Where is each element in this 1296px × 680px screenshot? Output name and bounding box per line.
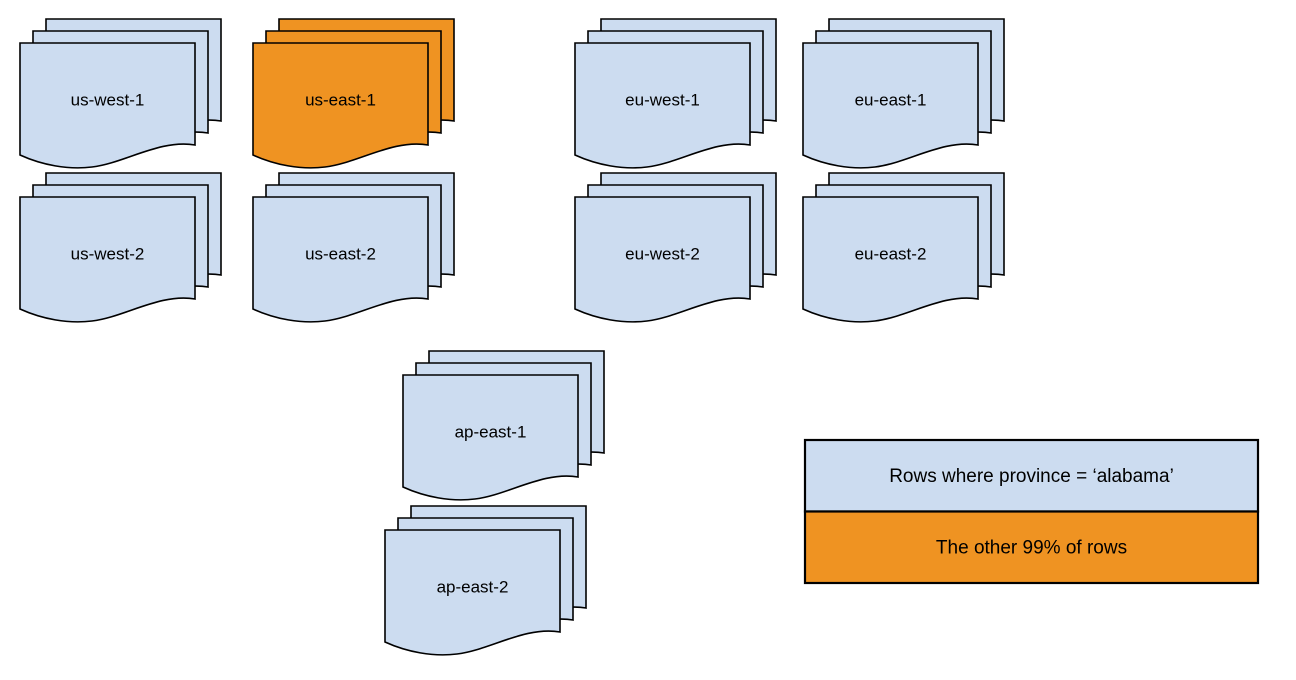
stack-label-us-west-2: us-west-2 [71,244,145,263]
legend-label-legend-orange: The other 99% of rows [936,537,1127,558]
stack-us-west-1[interactable]: us-west-1 [19,18,222,169]
legend-swatch-legend-blue [803,438,1260,513]
stack-eu-west-1[interactable]: eu-west-1 [574,18,777,169]
stack-us-west-2[interactable]: us-west-2 [19,172,222,323]
legend: Rows where province = ‘alabama’ The other… [803,438,1260,585]
legend-swatch-legend-orange [803,510,1260,585]
stacks-layer: us-west-1 us-east-1 eu-west-1 eu-east-1 us-w… [19,18,1005,656]
stack-label-eu-east-2: eu-east-2 [855,244,927,263]
stack-label-us-west-1: us-west-1 [71,90,145,109]
stack-label-us-east-1: us-east-1 [305,90,376,109]
stack-label-eu-west-1: eu-west-1 [625,90,700,109]
stack-eu-east-1[interactable]: eu-east-1 [802,18,1005,169]
stack-label-eu-west-2: eu-west-2 [625,244,700,263]
stack-label-eu-east-1: eu-east-1 [855,90,927,109]
stack-eu-east-2[interactable]: eu-east-2 [802,172,1005,323]
stack-label-ap-east-2: ap-east-2 [437,577,509,596]
stack-eu-west-2[interactable]: eu-west-2 [574,172,777,323]
stack-ap-east-1[interactable]: ap-east-1 [402,350,605,501]
stack-label-us-east-2: us-east-2 [305,244,376,263]
stack-ap-east-2[interactable]: ap-east-2 [384,505,587,656]
stack-us-east-1[interactable]: us-east-1 [252,18,455,169]
stack-label-ap-east-1: ap-east-1 [455,422,527,441]
stack-us-east-2[interactable]: us-east-2 [252,172,455,323]
legend-label-legend-blue: Rows where province = ‘alabama’ [889,466,1174,487]
